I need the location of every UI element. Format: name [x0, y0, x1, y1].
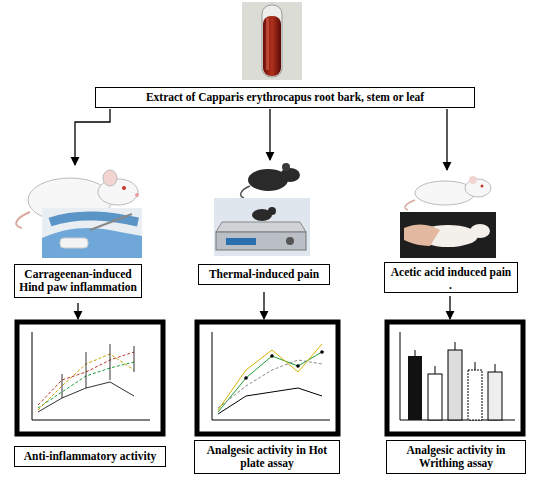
result-box: Analgesic activity in Writhing assay: [386, 440, 526, 474]
assay-box: Carrageenan-induced Hind paw inflammatio…: [14, 264, 142, 298]
test-tube-photo: [242, 2, 302, 80]
line-chart: [212, 332, 330, 420]
hot-plate-photo: [214, 198, 310, 256]
box-label: Anti-inflammatory activity: [24, 450, 157, 463]
result-box: Analgesic activity in Hot plate assay: [194, 440, 340, 474]
box-label: Analgesic activity in Writhing assay: [391, 444, 521, 470]
mouse-image: [241, 163, 300, 198]
dot-mark: .: [449, 280, 452, 292]
injection-photo: [42, 208, 142, 258]
bar-chart: [400, 332, 515, 420]
rat-image: [405, 176, 491, 210]
assay-box: Thermal-induced pain: [198, 264, 330, 285]
source-box: Extract of Capparis erythrocapus root ba…: [95, 87, 475, 108]
box-label: Extract of Capparis erythrocapus root ba…: [146, 91, 424, 104]
box-label: Carrageenan-induced Hind paw inflammatio…: [19, 268, 137, 294]
box-label: Thermal-induced pain: [209, 268, 319, 281]
arrow: [75, 109, 447, 170]
box-label: Analgesic activity in Hot plate assay: [199, 444, 335, 470]
handling-photo: [400, 212, 496, 258]
chart-frame: [17, 322, 523, 434]
box-label: Acetic acid induced pain: [391, 266, 511, 279]
line-chart: [32, 332, 150, 420]
result-box: Anti-inflammatory activity: [14, 446, 166, 467]
